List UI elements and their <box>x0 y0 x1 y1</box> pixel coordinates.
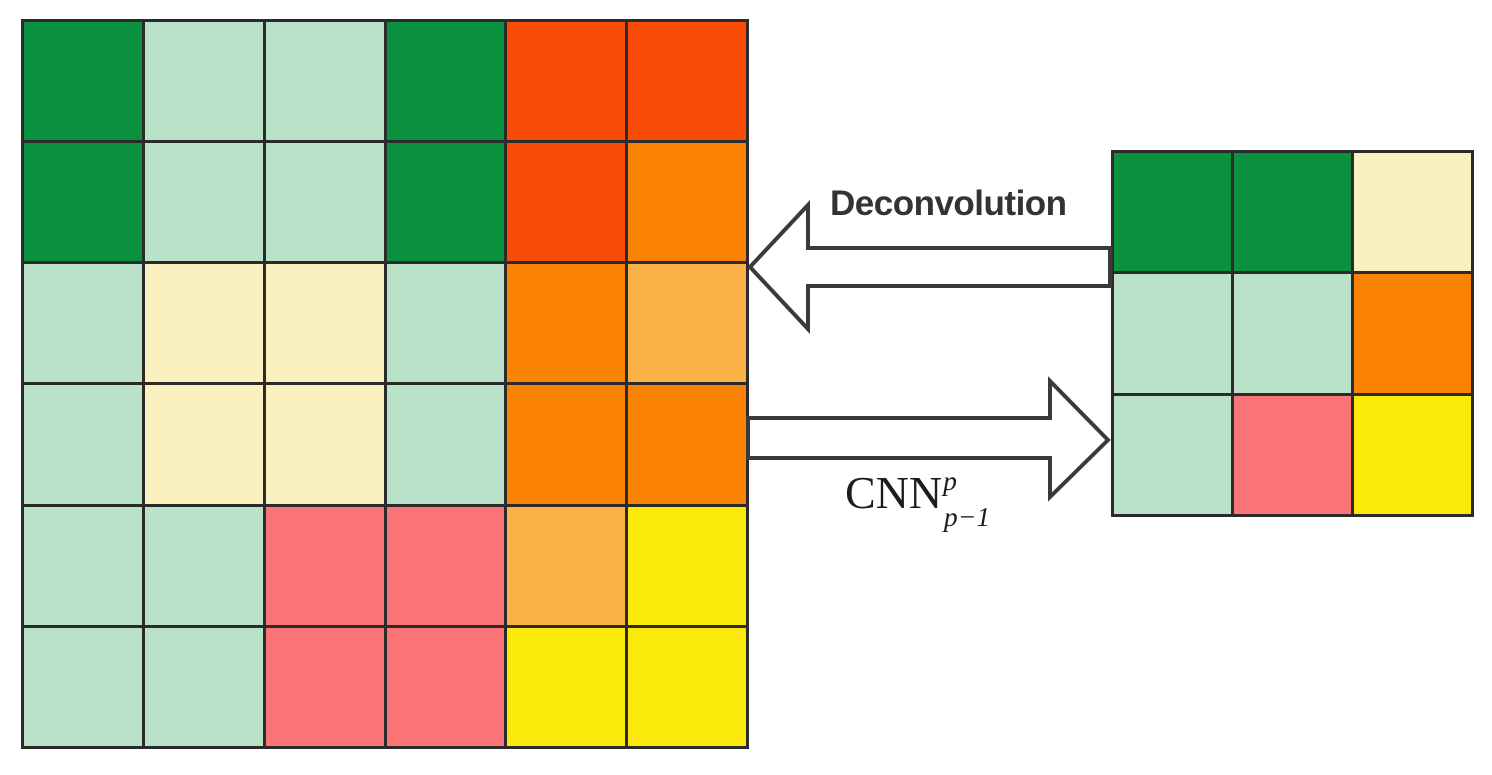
grid-cell <box>507 143 626 262</box>
deconvolution-label: Deconvolution <box>830 184 1067 223</box>
grid-cell <box>144 506 263 625</box>
grid-cell <box>1354 274 1471 393</box>
grid-cell <box>507 506 626 625</box>
grid-cell <box>144 385 263 504</box>
grid-cell <box>1114 395 1231 514</box>
grid-cell <box>144 627 263 746</box>
grid-cell <box>386 506 505 625</box>
grid-cell <box>144 22 263 141</box>
grid-cell <box>1234 274 1351 393</box>
grid-cell <box>507 385 626 504</box>
cnn-arrow <box>746 376 1111 502</box>
grid-cell <box>144 143 263 262</box>
grid-cell <box>628 627 746 746</box>
grid-cell <box>24 385 142 504</box>
grid-cell <box>386 143 505 262</box>
input-feature-map-grid <box>21 19 749 749</box>
grid-cell <box>265 22 384 141</box>
grid-cell <box>386 385 505 504</box>
grid-cell <box>24 143 142 262</box>
grid-cell <box>1234 153 1351 272</box>
grid-cell <box>386 264 505 383</box>
grid-cell <box>24 22 142 141</box>
grid-cell <box>24 264 142 383</box>
cnn-label-base: CNN <box>845 467 943 518</box>
grid-cell <box>265 627 384 746</box>
grid-cell <box>265 264 384 383</box>
deconvolution-arrow <box>747 199 1112 335</box>
grid-cell <box>144 264 263 383</box>
grid-cell <box>628 143 746 262</box>
grid-cell <box>265 385 384 504</box>
grid-cell <box>507 264 626 383</box>
grid-cell <box>628 264 746 383</box>
grid-cell <box>1234 395 1351 514</box>
grid-cell <box>507 22 626 141</box>
grid-cell <box>507 627 626 746</box>
cnn-arrow-shape <box>746 376 1111 502</box>
grid-cell <box>265 143 384 262</box>
output-feature-map-grid <box>1111 150 1474 517</box>
grid-cell <box>628 385 746 504</box>
grid-cell <box>1114 274 1231 393</box>
grid-cell <box>1354 395 1471 514</box>
grid-cell <box>386 22 505 141</box>
cnn-label: CNNp p−1 <box>845 465 1002 532</box>
grid-cell <box>628 22 746 141</box>
grid-cell <box>1114 153 1231 272</box>
grid-cell <box>628 506 746 625</box>
grid-cell <box>24 506 142 625</box>
grid-cell <box>24 627 142 746</box>
cnn-label-superscript: p <box>943 465 957 497</box>
grid-cell <box>265 506 384 625</box>
grid-cell <box>1354 153 1471 272</box>
deconvolution-arrow-shape <box>747 199 1112 335</box>
cnn-label-subscript: p−1 <box>943 501 991 533</box>
grid-cell <box>386 627 505 746</box>
